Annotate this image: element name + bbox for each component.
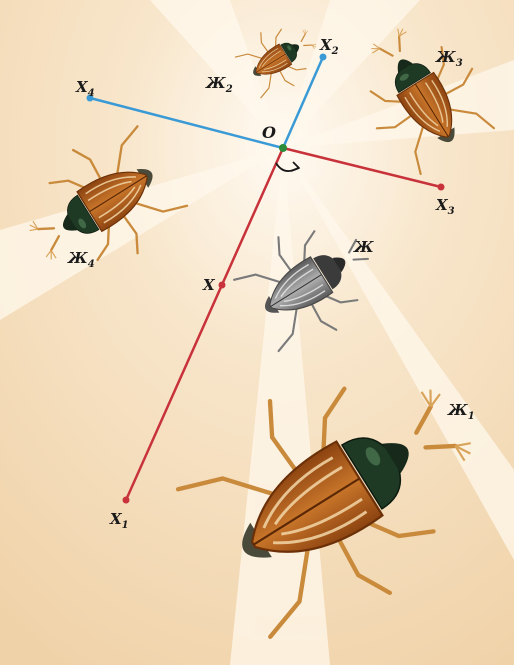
label-x: X bbox=[202, 276, 216, 294]
point-o bbox=[279, 144, 287, 152]
label-o: O bbox=[262, 123, 276, 142]
point-x2 bbox=[320, 54, 327, 61]
label-zh: Ж bbox=[353, 238, 374, 256]
point-x bbox=[219, 282, 226, 289]
point-x1 bbox=[123, 497, 130, 504]
point-x3 bbox=[438, 184, 445, 191]
